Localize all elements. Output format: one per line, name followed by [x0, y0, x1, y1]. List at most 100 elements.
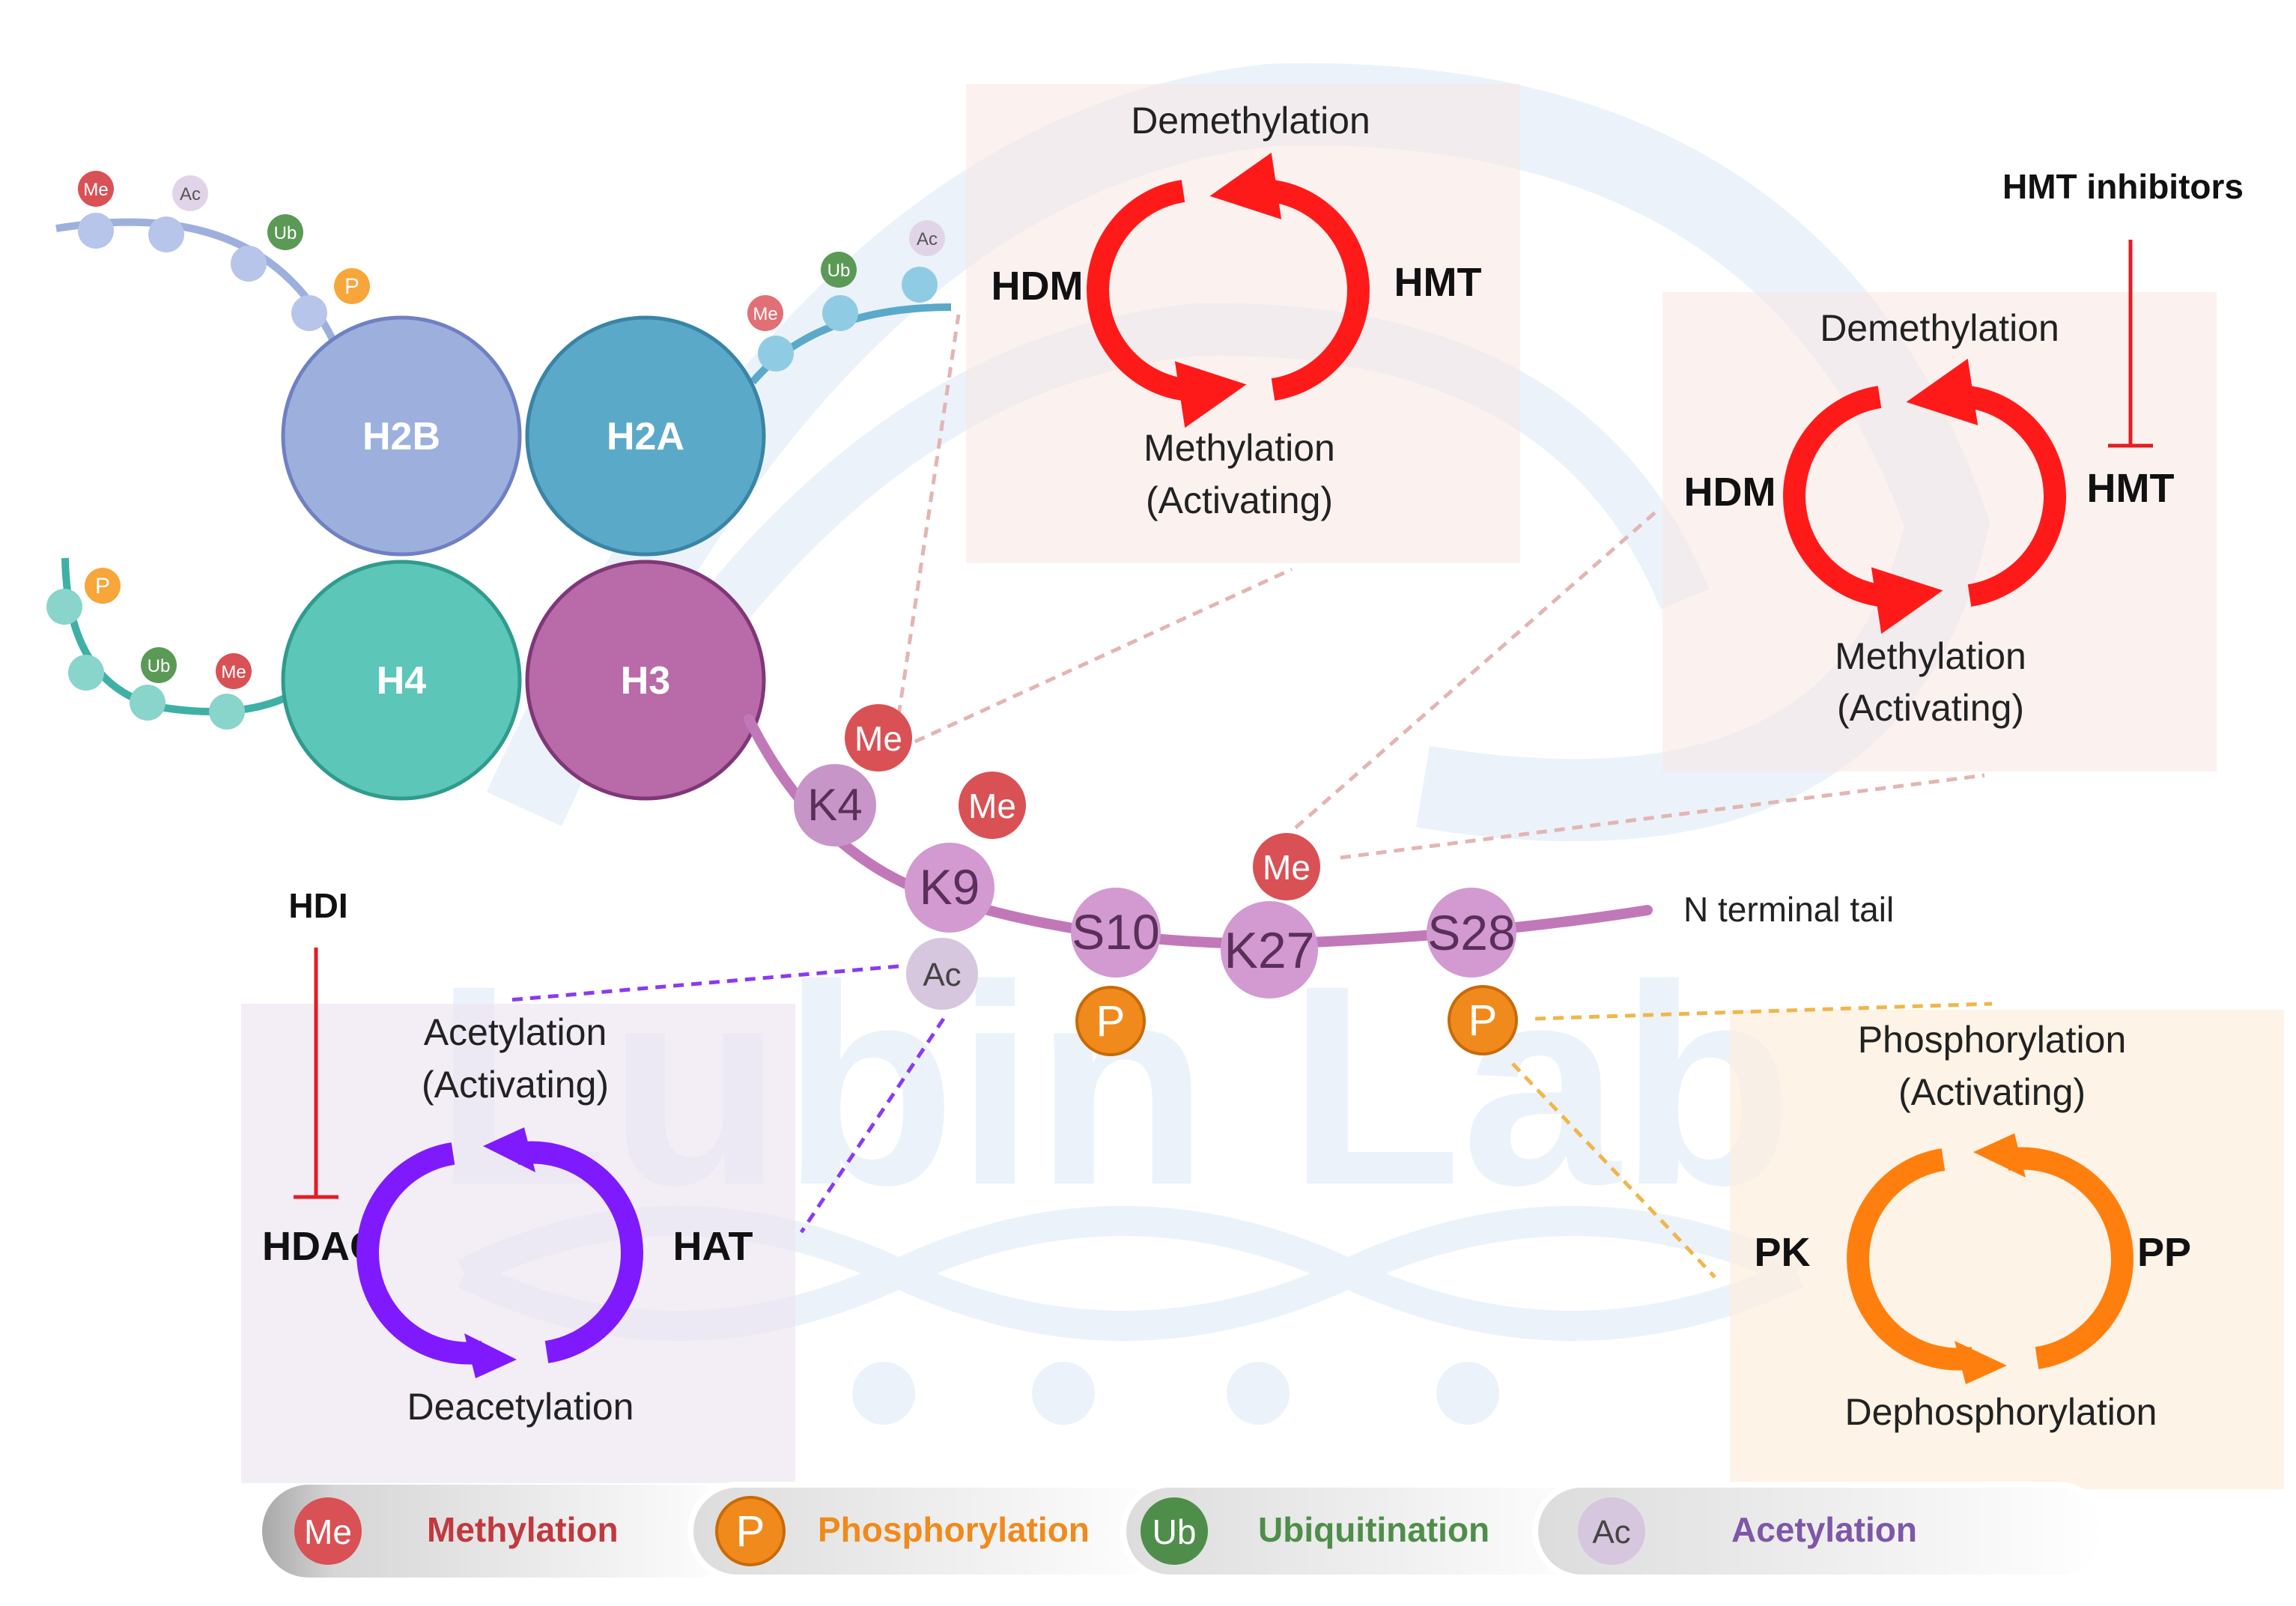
phosphorylation-badge: P [85, 568, 121, 604]
svg-text:Ac: Ac [923, 957, 961, 993]
activating-label: (Activating) [422, 1064, 609, 1106]
k4-methylation-badge: Me [845, 704, 912, 772]
h2b-tail-beads [78, 213, 327, 331]
methylation-cycle-right: HMT inhibitors Demethylation HDM HMT Met… [1684, 167, 2244, 729]
hmt-inhibitors-label: HMT inhibitors [2002, 167, 2244, 206]
legend-pill-acetylation [1532, 1482, 2107, 1581]
pk-label: PK [1754, 1230, 1810, 1275]
svg-text:Ub: Ub [1152, 1512, 1197, 1551]
cycle-arrow-left [356, 1142, 485, 1365]
svg-text:H3: H3 [621, 659, 670, 703]
svg-text:Me: Me [304, 1512, 352, 1551]
residue-s10: S10 [1071, 888, 1161, 978]
activating-label: (Activating) [1837, 687, 2024, 729]
ubiquitination-badge: Ub [821, 252, 857, 288]
svg-text:Ac: Ac [917, 229, 938, 249]
cycle-arrow-left [1783, 386, 1943, 634]
phosphorylation-badge: P [334, 268, 370, 304]
svg-text:S10: S10 [1072, 904, 1159, 960]
acetylation-label: Acetylation [424, 1011, 607, 1053]
svg-text:H2B: H2B [362, 415, 440, 458]
svg-text:Me: Me [968, 787, 1016, 825]
svg-text:P: P [736, 1507, 765, 1556]
svg-text:Me: Me [1263, 848, 1311, 887]
legend: Me Methylation P Phosphorylation Ub Ubiq… [262, 1482, 2107, 1581]
legend-item-acetylation: Ac Acetylation [1578, 1497, 1917, 1565]
hmt-label: HMT [2087, 466, 2175, 511]
phosphorylation-label: Phosphorylation [1858, 1019, 2127, 1061]
methylation-badge: Me [78, 171, 114, 207]
residue-k9: K9 [905, 843, 994, 933]
svg-text:Me: Me [854, 719, 902, 758]
h4-tail-beads [46, 589, 245, 730]
phosphorylation-panel-bg [1730, 1010, 2284, 1489]
hdi-label: HDI [288, 886, 347, 925]
methylation-badge: Me [216, 653, 252, 689]
s10-phosphorylation-badge: P [1075, 986, 1146, 1056]
svg-text:Methylation: Methylation [427, 1510, 619, 1549]
hdm-label: HDM [1684, 470, 1776, 515]
methylation-cycle-top: Demethylation HDM HMT Methylation (Activ… [991, 100, 1482, 521]
svg-text:Me: Me [221, 662, 246, 682]
methylation-label: Methylation [1144, 427, 1335, 469]
acetylation-badge: Ac [909, 220, 945, 256]
svg-text:S28: S28 [1427, 905, 1515, 960]
cycle-arrow-right [2005, 1147, 2133, 1369]
svg-text:P: P [1096, 997, 1126, 1046]
histone-h2b: H2B [281, 315, 522, 557]
pp-label: PP [2137, 1230, 2191, 1275]
cycle-arrow-right [1906, 358, 2066, 607]
cycle-arrow-left [1087, 180, 1247, 428]
h4-tail-badges: P Ub Me [85, 568, 252, 689]
svg-text:Me: Me [83, 180, 108, 200]
legend-item-ubiquitination: Ub Ubiquitination [1141, 1497, 1489, 1565]
svg-text:Phosphorylation: Phosphorylation [818, 1510, 1090, 1549]
k9-methylation-badge: Me [959, 772, 1026, 839]
svg-text:P: P [95, 574, 110, 599]
legend-item-methylation: Me Methylation [294, 1497, 619, 1565]
demethylation-label: Demethylation [1131, 100, 1370, 142]
residue-s28: S28 [1427, 888, 1516, 978]
svg-text:Acetylation: Acetylation [1731, 1510, 1917, 1549]
svg-text:P: P [1469, 996, 1498, 1045]
deacetylation-label: Deacetylation [407, 1386, 634, 1428]
activating-label: (Activating) [1146, 479, 1333, 521]
svg-text:Ub: Ub [274, 223, 297, 243]
acetylation-cycle: HDI Acetylation (Activating) HDAC HAT De… [262, 886, 753, 1428]
svg-text:Ac: Ac [180, 184, 201, 204]
svg-text:Ac: Ac [1592, 1514, 1630, 1551]
legend-pill-methylation [262, 1485, 741, 1578]
phosphorylation-cycle: Phosphorylation (Activating) PK PP Depho… [1754, 1019, 2191, 1433]
svg-text:Ub: Ub [827, 261, 851, 281]
svg-text:K4: K4 [807, 780, 862, 830]
legend-item-phosphorylation: P Phosphorylation [715, 1496, 1090, 1566]
h3-tail-residues: K4 K9 S10 K27 S28 [794, 764, 1516, 999]
ubiquitination-badge: Ub [141, 647, 177, 683]
methylation-badge: Me [747, 295, 783, 331]
cycle-arrow-right [1209, 152, 1370, 401]
cycle-arrow-left [1847, 1148, 1975, 1371]
svg-text:Me: Me [753, 304, 777, 324]
histone-h2a: H2A [525, 315, 766, 557]
svg-text:H4: H4 [377, 659, 427, 703]
hmt-label: HMT [1394, 260, 1482, 305]
acetylation-badge: Ac [172, 175, 208, 211]
activating-label: (Activating) [1898, 1071, 2086, 1113]
svg-text:K9: K9 [920, 859, 980, 915]
svg-text:K27: K27 [1224, 922, 1315, 979]
hat-label: HAT [673, 1224, 753, 1269]
histone-h3: H3 [525, 560, 766, 801]
h2b-tail-badges: Me Ac Ub P [78, 171, 370, 304]
k27-methylation-badge: Me [1253, 833, 1320, 900]
demethylation-label: Demethylation [1820, 307, 2059, 349]
h2a-tail-beads [758, 267, 938, 372]
methylation-label: Methylation [1835, 635, 2026, 677]
residue-k4: K4 [794, 764, 876, 846]
residue-k27: K27 [1221, 901, 1318, 999]
connector-lines [508, 314, 1993, 1279]
h2a-tail-badges: Me Ub Ac [747, 220, 945, 331]
s28-phosphorylation-badge: P [1448, 985, 1518, 1055]
svg-text:Ubiquitination: Ubiquitination [1258, 1510, 1489, 1549]
hdm-label: HDM [991, 264, 1084, 309]
